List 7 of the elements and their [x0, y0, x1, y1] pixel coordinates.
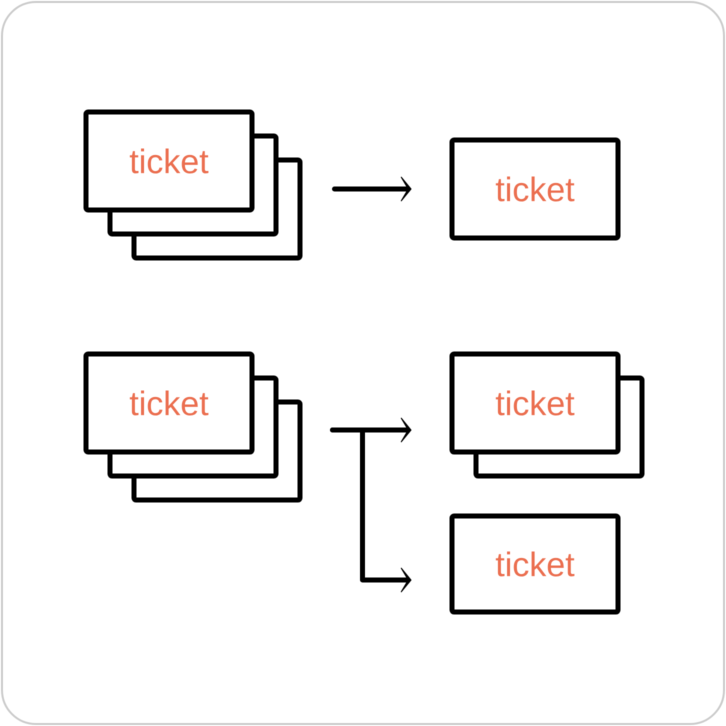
ticket-stack: ticket: [84, 352, 302, 502]
ticket-stack: ticket: [450, 352, 644, 478]
ticket-stack: ticket: [84, 110, 302, 260]
ticket-card: ticket: [450, 138, 620, 240]
arrow: [332, 176, 412, 202]
arrow: [330, 428, 412, 592]
ticket-card: ticket: [450, 514, 620, 614]
